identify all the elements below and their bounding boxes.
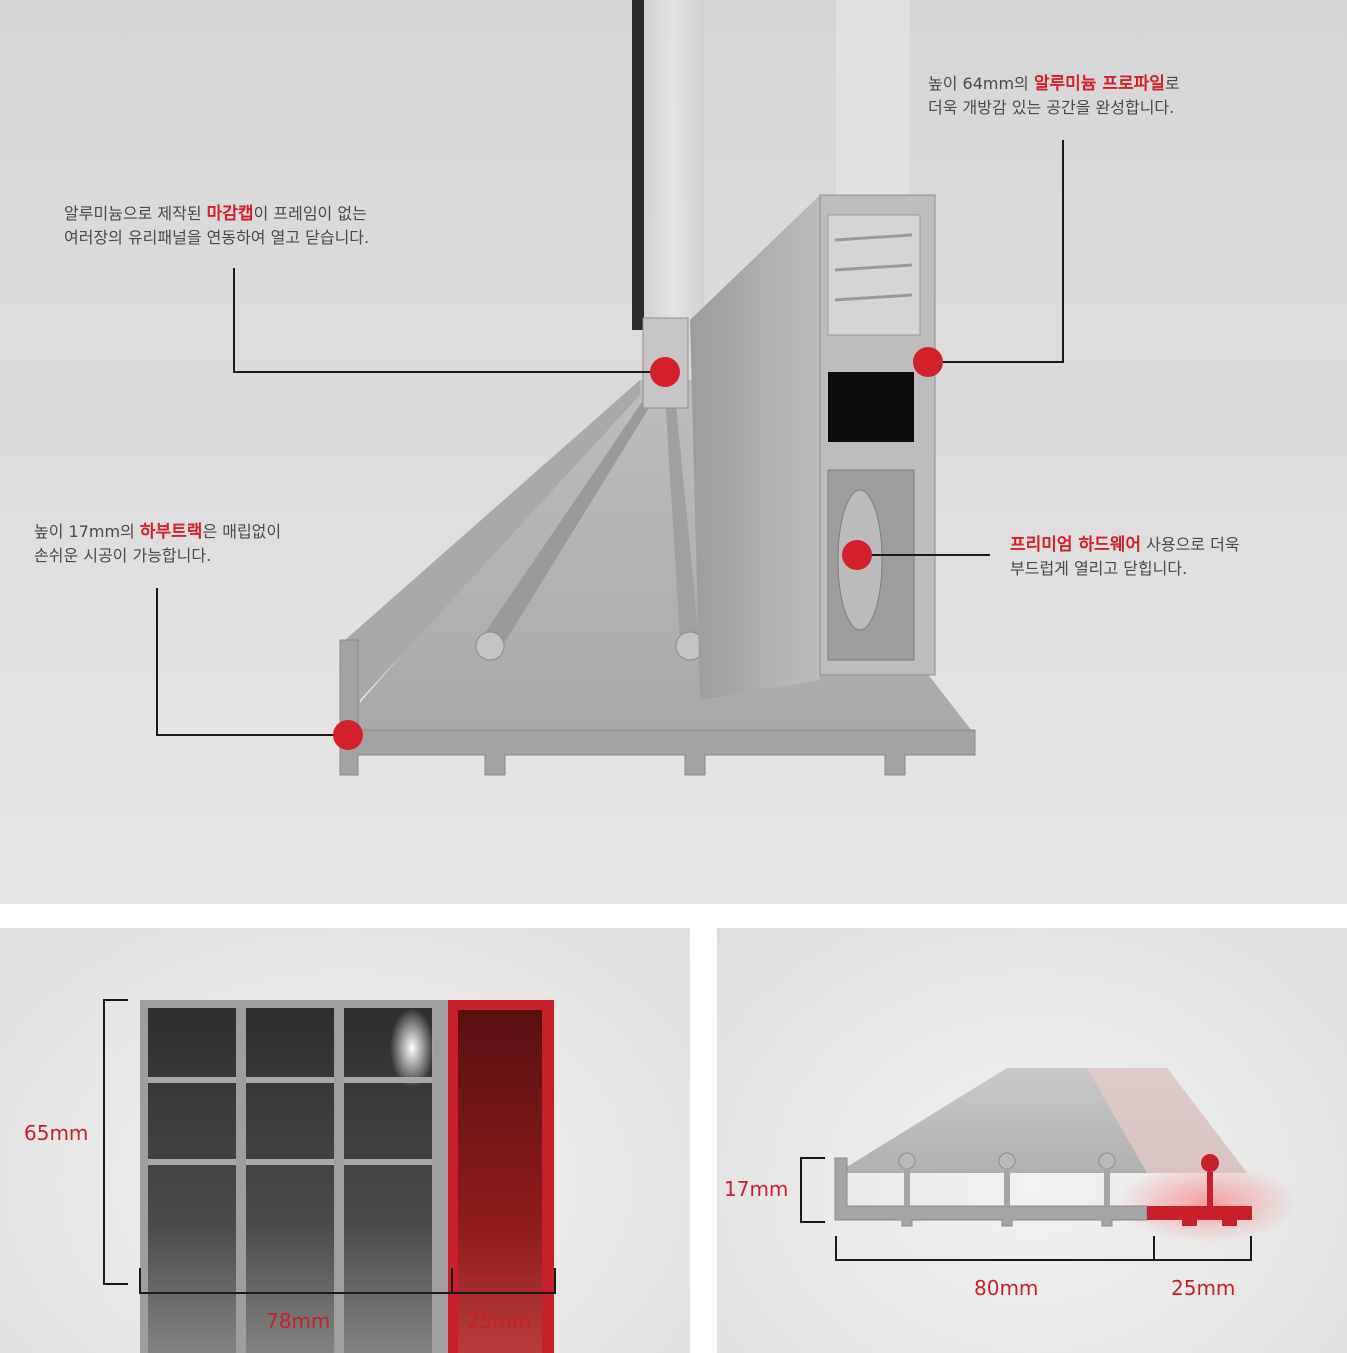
hero-illustration (156, 0, 1064, 776)
leader-lines (156, 140, 1064, 736)
profile-wall (690, 195, 820, 700)
track-dimension-panel: 17mm 80mm 25mm (717, 928, 1347, 1353)
callout-line2: 부드럽게 열리고 닫힙니다. (1010, 559, 1188, 578)
callout-highlight: 알루미늄 프로파일 (1033, 74, 1165, 94)
callout-text: 알루미늄으로 제작된 (64, 204, 207, 223)
track-height-label: 17mm (724, 1177, 789, 1201)
profile-extra-label: 25mm (467, 1309, 532, 1333)
profile-cavity (828, 372, 914, 442)
callout-highlight: 하부트랙 (139, 522, 203, 542)
callout-highlight: 프리미엄 하드웨어 (1010, 535, 1142, 555)
profile-section-illustration (103, 999, 556, 1353)
callout-text: 높이 64mm의 (928, 74, 1034, 93)
track-cross-section (339, 639, 976, 776)
marker-track (333, 720, 363, 750)
track-width-label: 80mm (974, 1276, 1039, 1300)
track-rail-red (1201, 1154, 1219, 1172)
glass-panel (644, 0, 704, 330)
profile-height-label: 65mm (24, 1121, 89, 1145)
callout-line2: 손쉬운 시공이 가능합니다. (34, 546, 212, 565)
marker-profile (913, 347, 943, 377)
callout-highlight: 마감캡 (206, 204, 254, 224)
track-section-illustration (800, 1068, 1297, 1261)
light-glow (390, 1008, 434, 1088)
seal-ribs (834, 233, 913, 302)
glass-edge (632, 0, 644, 330)
track-rail-3 (1098, 1152, 1116, 1170)
callout-text: 은 매립없이 (202, 522, 282, 541)
seal-chamber (827, 214, 921, 336)
callout-hardware: 프리미엄 하드웨어 사용으로 더욱 부드럽게 열리고 닫힙니다. (1010, 533, 1240, 581)
glass-panel-back (836, 0, 910, 200)
profile-dimension-panel: 65mm 78mm 25mm (0, 928, 690, 1353)
callout-line2: 더욱 개방감 있는 공간을 완성합니다. (928, 98, 1175, 117)
track-extra-label: 25mm (1171, 1276, 1236, 1300)
marker-cap (650, 357, 680, 387)
callout-line2: 여러장의 유리패널을 연동하여 열고 닫습니다. (64, 228, 370, 247)
track-rail-2 (998, 1152, 1016, 1170)
callout-cap: 알루미늄으로 제작된 마감캡이 프레임이 없는 여러장의 유리패널을 연동하여 … (64, 202, 369, 250)
track-surface-highlight (1087, 1068, 1247, 1173)
rail-2 (665, 395, 700, 650)
marker-hardware (842, 540, 872, 570)
callout-text: 사용으로 더욱 (1141, 535, 1240, 554)
profile-channel-1 (148, 1008, 236, 1353)
track-wall (345, 380, 640, 735)
dimension-lines (103, 999, 556, 1294)
profile-channel-2 (246, 1008, 334, 1353)
track-rail-1 (898, 1152, 916, 1170)
callout-track: 높이 17mm의 하부트랙은 매립없이 손쉬운 시공이 가능합니다. (34, 520, 281, 568)
profile-width-label: 78mm (266, 1309, 331, 1333)
profile-ribs (148, 1077, 432, 1165)
rail-head-1 (475, 631, 505, 661)
dimension-lines (800, 1157, 1252, 1261)
callout-profile: 높이 64mm의 알루미늄 프로파일로 더욱 개방감 있는 공간을 완성합니다. (928, 72, 1180, 120)
callout-text: 이 프레임이 없는 (253, 204, 367, 223)
hero-panel: 알루미늄으로 제작된 마감캡이 프레임이 없는 여러장의 유리패널을 연동하여 … (0, 0, 1347, 904)
red-track-section (1147, 1206, 1252, 1226)
callout-text: 로 (1164, 74, 1180, 93)
red-profile-channel (458, 1010, 542, 1353)
rail-1 (480, 390, 660, 650)
callout-text: 높이 17mm의 (34, 522, 140, 541)
